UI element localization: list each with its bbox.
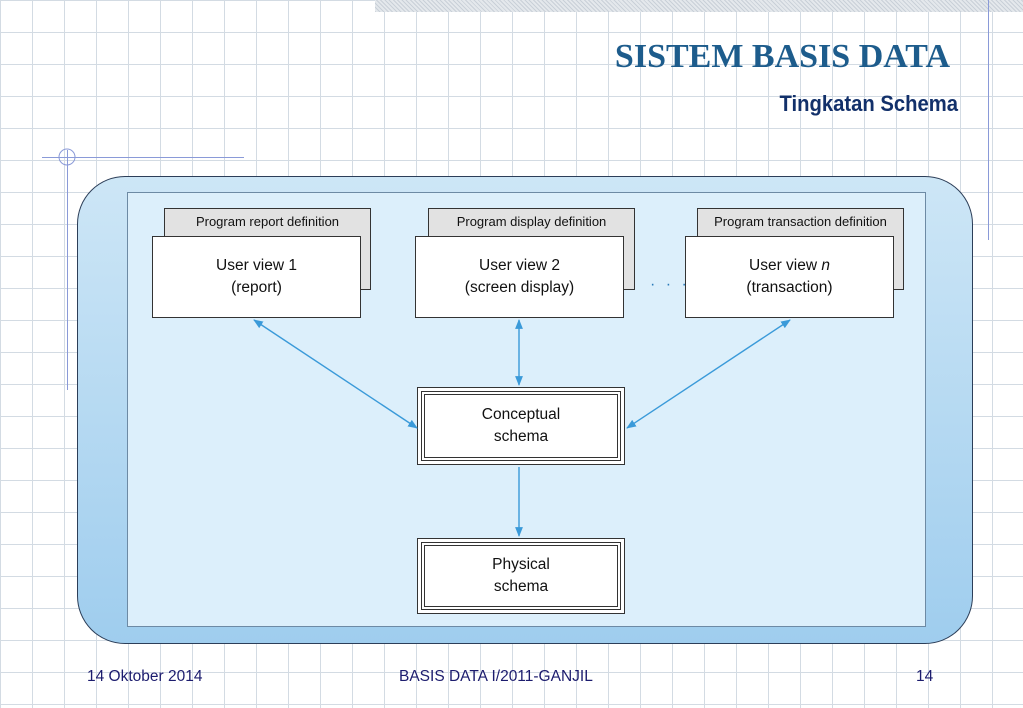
conceptual-schema-box: Conceptual schema [417, 387, 625, 465]
user-view-1-title: User view 1 [216, 257, 297, 274]
slide-title: SISTEM BASIS DATA [614, 38, 950, 75]
user-view-1-box: User view 1 (report) [152, 236, 361, 318]
conceptual-schema-line1: Conceptual [481, 406, 561, 423]
physical-schema-line2: schema [493, 578, 549, 595]
user-view-n-title: User view n [749, 257, 830, 274]
program-transaction-label: Program transaction definition [714, 214, 887, 229]
physical-schema-box: Physical schema [417, 538, 625, 614]
footer-date: 14 Oktober 2014 [87, 668, 203, 685]
conceptual-schema-line2: schema [493, 428, 549, 445]
more-views-ellipsis: · · · [650, 276, 690, 293]
program-display-label: Program display definition [456, 214, 607, 229]
slide-subtitle: Tingkatan Schema [779, 91, 958, 116]
user-view-2-box: User view 2 (screen display) [415, 236, 624, 318]
left-decorative-line [67, 150, 68, 390]
footer-course: BASIS DATA I/2011-GANJIL [399, 668, 593, 685]
footer-page-number: 14 [916, 668, 934, 685]
physical-schema-line1: Physical [492, 556, 550, 573]
top-decorative-band [375, 0, 1023, 12]
user-view-n-variable: n [821, 257, 830, 274]
user-view-n-box: User view n (transaction) [685, 236, 894, 318]
program-report-label: Program report definition [195, 214, 340, 229]
user-view-2-type: (screen display) [464, 279, 575, 296]
user-view-1-type: (report) [231, 279, 282, 296]
right-decorative-line [988, 0, 989, 240]
header-rule [42, 157, 244, 158]
crosshair-ornament-icon [58, 148, 76, 166]
user-view-2-title: User view 2 [479, 257, 560, 274]
user-view-n-type: (transaction) [746, 279, 833, 296]
